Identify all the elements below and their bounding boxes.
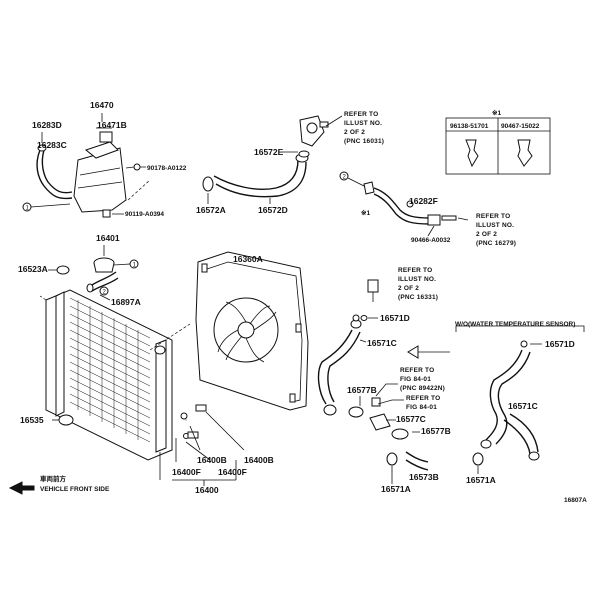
table-header-1: 96138-51701: [450, 123, 489, 130]
lower-hose-group: [319, 280, 428, 470]
label-16571d-b: 16571D: [545, 339, 575, 349]
part-table: ※1 96138-51701 90467-15022: [446, 109, 550, 174]
svg-text:2 OF 2: 2 OF 2: [398, 285, 419, 292]
label-16470: 16470: [90, 100, 114, 110]
label-16571c-a: 16571C: [367, 338, 397, 348]
wo-sensor-label: W/O(WATER TEMPERATURE SENSOR): [455, 321, 575, 328]
svg-text:REFER TO: REFER TO: [398, 267, 432, 274]
label-16360a: 16360A: [233, 254, 263, 264]
label-16282f: 16282F: [409, 196, 438, 206]
front-jp: 車両前方: [40, 474, 67, 483]
refer-5: REFER TO FIG 84-01: [406, 395, 440, 411]
asterisk-1-marker: ※1: [361, 209, 370, 217]
bypass-hose: 2: [340, 172, 468, 225]
svg-text:ILLUST NO.: ILLUST NO.: [398, 276, 436, 283]
svg-text:2 OF 2: 2 OF 2: [476, 231, 497, 238]
svg-text:(PNC 16279): (PNC 16279): [476, 240, 516, 247]
svg-text:ILLUST NO.: ILLUST NO.: [476, 222, 514, 229]
svg-text:REFER TO: REFER TO: [476, 213, 510, 220]
label-16400f-b: 16400F: [218, 467, 247, 477]
refer-1: REFER TO ILLUST NO. 2 OF 2 (PNC 16031): [344, 111, 384, 145]
label-16572a: 16572A: [196, 205, 226, 215]
label-16571a-a: 16571A: [381, 484, 411, 494]
label-90178: 90178-A0122: [147, 165, 187, 172]
refer-3: REFER TO ILLUST NO. 2 OF 2 (PNC 16331): [398, 267, 438, 301]
refer-2: REFER TO ILLUST NO. 2 OF 2 (PNC 16279): [476, 213, 516, 247]
table-note: ※1: [492, 109, 501, 117]
label-90466: 90466-A0032: [411, 237, 451, 244]
label-16572d: 16572D: [258, 205, 288, 215]
label-16471b: 16471B: [97, 120, 127, 130]
label-16400b-b: 16400B: [244, 455, 274, 465]
label-16400b-a: 16400B: [197, 455, 227, 465]
svg-text:REFER TO: REFER TO: [344, 111, 378, 118]
fan-shroud: [196, 252, 308, 410]
label-16283d: 16283D: [32, 120, 62, 130]
label-16571d-a: 16571D: [380, 313, 410, 323]
front-en: VEHICLE FRONT SIDE: [40, 486, 110, 493]
svg-text:FIG 84-01: FIG 84-01: [400, 376, 431, 383]
label-16523a: 16523A: [18, 264, 48, 274]
label-16535: 16535: [20, 415, 44, 425]
svg-text:(PNC 89422N): (PNC 89422N): [400, 385, 445, 392]
label-16572e: 16572E: [254, 147, 284, 157]
svg-text:ILLUST NO.: ILLUST NO.: [344, 120, 382, 127]
svg-text:FIG 84-01: FIG 84-01: [406, 404, 437, 411]
label-16573b: 16573B: [409, 472, 439, 482]
label-16401: 16401: [96, 233, 120, 243]
radiator: [40, 290, 206, 460]
table-header-2: 90467-15022: [501, 123, 540, 130]
label-16577b-b: 16577B: [421, 426, 451, 436]
svg-text:REFER TO: REFER TO: [400, 367, 434, 374]
svg-text:(PNC 16331): (PNC 16331): [398, 294, 438, 301]
label-16400: 16400: [195, 485, 219, 495]
label-16577c: 16577C: [396, 414, 426, 424]
label-16571c-b: 16571C: [508, 401, 538, 411]
label-16577b: 16577B: [347, 385, 377, 395]
label-16571a-b: 16571A: [466, 475, 496, 485]
label-16400f-a: 16400F: [172, 467, 201, 477]
vehicle-front-indicator: 車両前方 VEHICLE FRONT SIDE: [10, 474, 110, 494]
label-16897a: 16897A: [111, 297, 141, 307]
label-90119: 90119-A0394: [125, 211, 164, 218]
svg-text:2 OF 2: 2 OF 2: [344, 129, 365, 136]
svg-text:(PNC 16031): (PNC 16031): [344, 138, 384, 145]
refer-4: REFER TO FIG 84-01 (PNC 89422N): [400, 367, 445, 392]
svg-text:REFER TO: REFER TO: [406, 395, 440, 402]
label-16283c: 16283C: [37, 140, 67, 150]
diagram-code: 16807A: [564, 497, 587, 504]
